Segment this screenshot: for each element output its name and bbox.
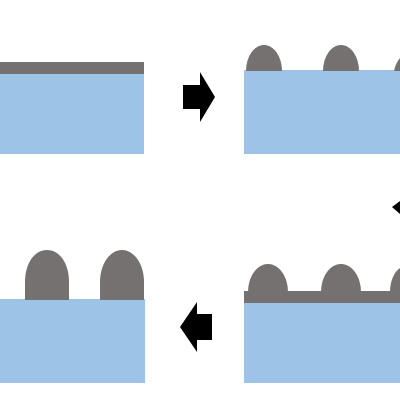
- arrow-left-icon: [180, 302, 212, 352]
- step-3-islands-on-wetting-layer: [244, 264, 400, 383]
- grown-island: [100, 250, 144, 300]
- island: [248, 264, 288, 292]
- substrate-block: [244, 303, 400, 383]
- island: [321, 264, 361, 292]
- step-4-tall-grown-islands: [0, 250, 145, 383]
- arrow-right-icon: [183, 72, 215, 122]
- substrate-block: [0, 74, 144, 154]
- substrate-block: [0, 299, 145, 383]
- film-layer: [0, 62, 144, 74]
- island: [323, 45, 359, 71]
- step-1-thin-film-layer: [0, 62, 144, 154]
- arrow-down-icon: [392, 201, 400, 214]
- step-2-isolated-islands: [244, 45, 400, 154]
- film-layer: [244, 291, 400, 303]
- grown-island: [25, 250, 69, 300]
- island: [246, 45, 282, 71]
- island: [394, 58, 400, 71]
- island: [390, 268, 400, 292]
- substrate-block: [244, 70, 400, 154]
